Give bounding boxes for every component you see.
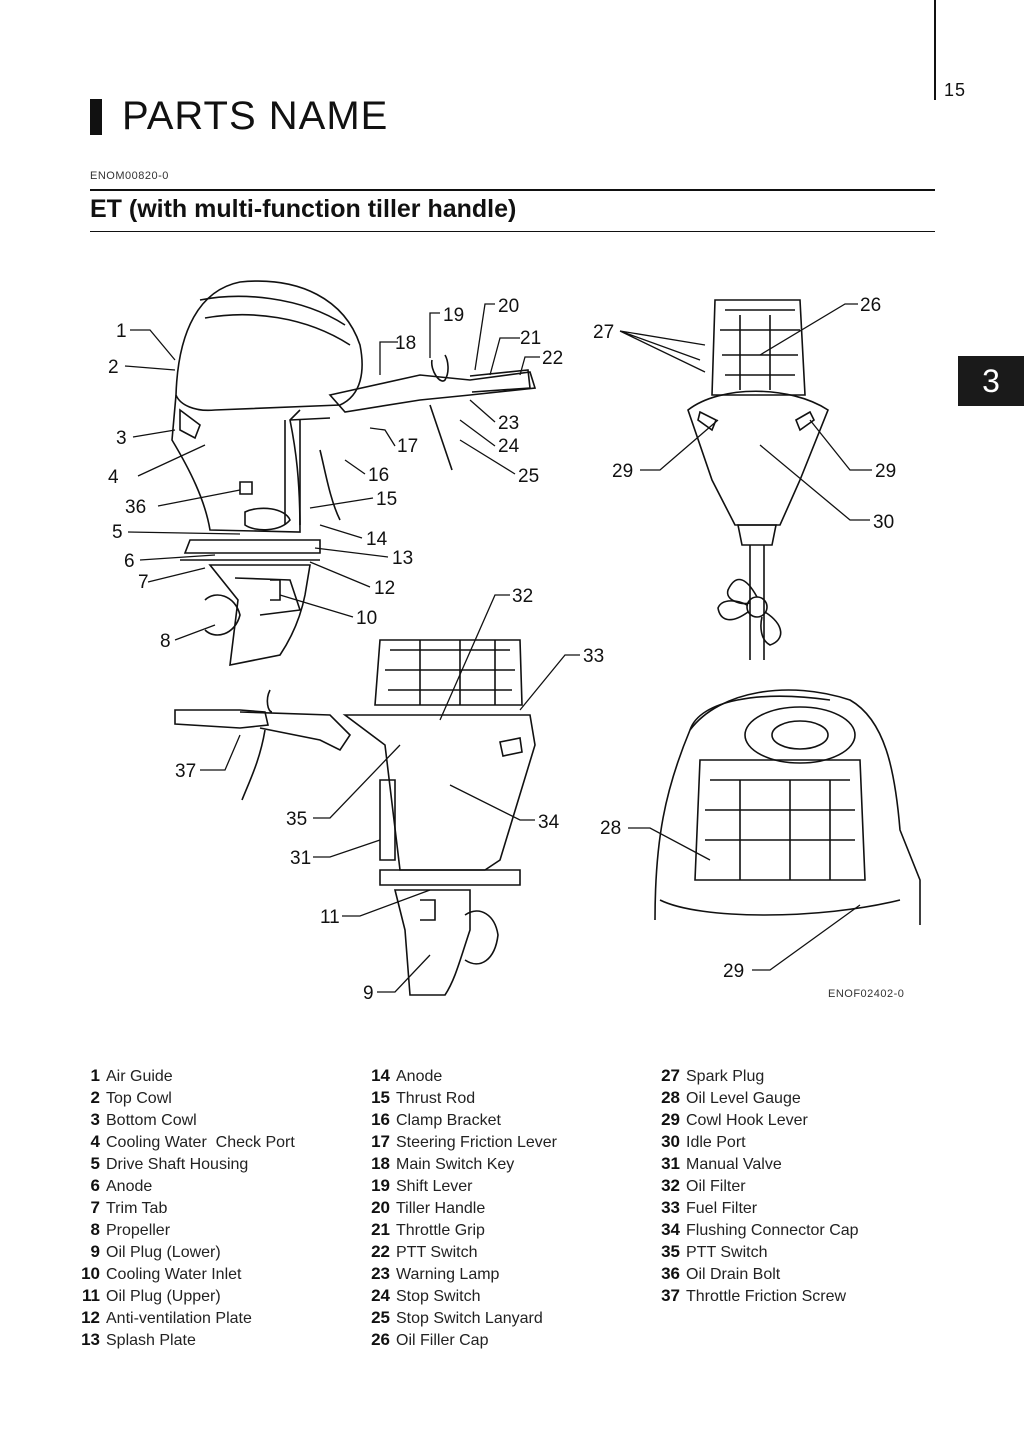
section-rule-bottom: [90, 231, 935, 232]
leader-lines: [124, 303, 872, 993]
callout: 13: [392, 548, 413, 569]
side-view-illustration: [171, 280, 537, 667]
callout: 18: [395, 333, 416, 354]
callout: 29: [875, 461, 896, 482]
callout: 29: [612, 461, 633, 482]
callout: 5: [112, 522, 123, 543]
center-view-illustration: [174, 639, 536, 996]
callout: 10: [356, 608, 377, 629]
callout: 28: [600, 818, 621, 839]
callout: 33: [583, 646, 604, 667]
rear-view-illustration: [687, 299, 829, 660]
parts-diagram: 1 2 3 4 36 5 6 7 8 19 20 18 21 22 23 17 …: [108, 280, 921, 1004]
callout: 7: [138, 572, 149, 593]
callout: 14: [366, 529, 388, 550]
callout: 26: [860, 295, 881, 316]
callout: 6: [124, 551, 135, 572]
callout: 2: [108, 357, 119, 378]
page-edge-rule: [934, 0, 936, 100]
doc-code: ENOM00820-0: [90, 170, 169, 182]
callout: 29: [723, 961, 744, 982]
callout: 20: [498, 296, 519, 317]
page-title-block: PARTS NAME: [90, 94, 388, 139]
callout: 24: [498, 436, 520, 457]
callout: 32: [512, 586, 533, 607]
callout: 23: [498, 413, 519, 434]
callout: 27: [593, 322, 614, 343]
callout: 11: [320, 907, 340, 928]
callout: 34: [538, 812, 560, 833]
callout: 17: [397, 436, 418, 457]
chapter-tab: 3: [958, 356, 1024, 406]
top-view-illustration: [654, 689, 921, 925]
callout: 25: [518, 466, 539, 487]
callout: 19: [443, 305, 464, 326]
page-number: 15: [944, 80, 967, 100]
callout: 31: [290, 848, 311, 869]
callout: 36: [125, 497, 146, 518]
callout: 4: [108, 467, 119, 488]
callout: 22: [542, 348, 563, 369]
callout: 12: [374, 578, 395, 599]
callout: 3: [116, 428, 127, 449]
callout: 15: [376, 489, 397, 510]
callout: 9: [363, 983, 374, 1004]
callout: 16: [368, 465, 389, 486]
callout: 35: [286, 809, 307, 830]
page-title: PARTS NAME: [122, 94, 389, 138]
title-marker: [90, 98, 102, 135]
callout: 30: [873, 512, 894, 533]
section-subtitle: ET (with multi-function tiller handle): [90, 195, 517, 223]
callout: 1: [116, 321, 127, 342]
callout: 8: [160, 631, 171, 652]
callout-labels: 1 2 3 4 36 5 6 7 8 19 20 18 21 22 23 17 …: [108, 295, 896, 1004]
section-rule-top: [90, 189, 935, 191]
figure-code: ENOF02402-0: [828, 988, 905, 1000]
callout: 37: [175, 761, 196, 782]
callout: 21: [520, 328, 541, 349]
